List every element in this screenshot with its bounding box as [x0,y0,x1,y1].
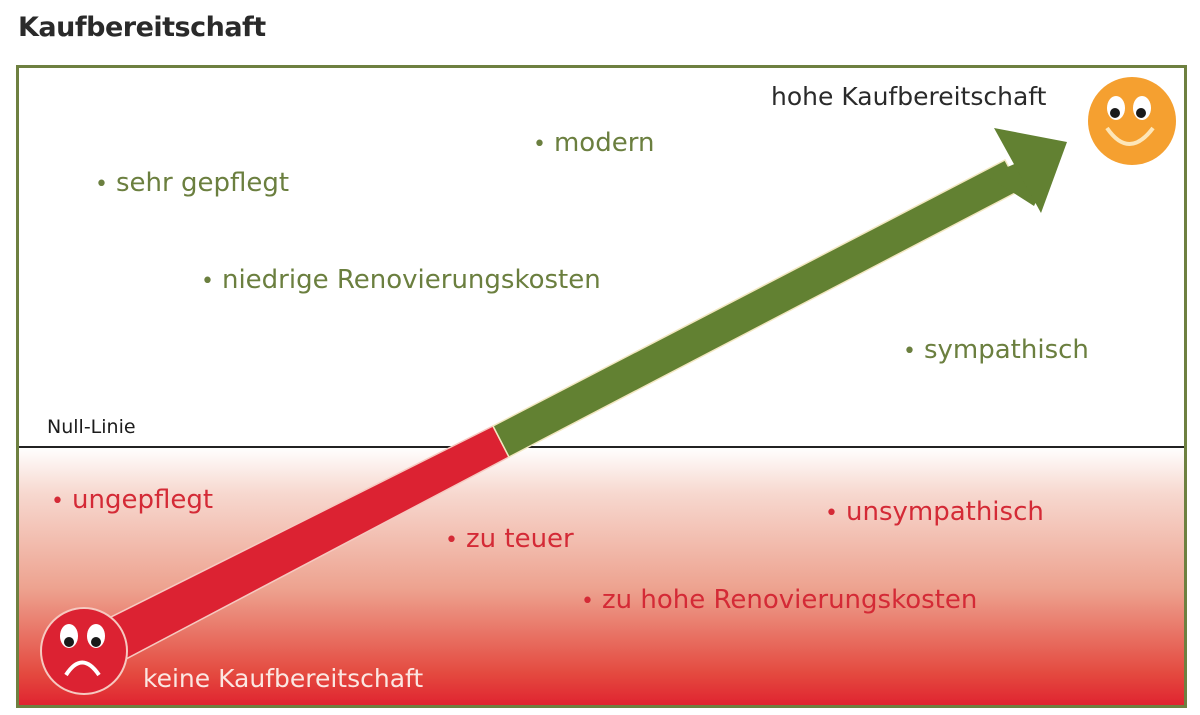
positive-factor: •niedrige Renovierungskosten [201,265,601,295]
trend-arrow [40,77,1176,695]
positive-factor: •modern [533,128,655,158]
diagram-frame: Null-Linie hohe Kaufbereitschaft keine [16,65,1187,708]
happy-smiley-icon [1088,77,1176,165]
arrow-positive-segment [491,158,1023,459]
no-willingness-label: keine Kaufbereitschaft [143,664,424,693]
null-line-label: Null-Linie [47,416,136,438]
high-willingness-label: hohe Kaufbereitschaft [771,82,1047,111]
page-title: Kaufbereitschaft [18,12,266,43]
negative-factor: •zu hohe Renovierungskosten [581,585,978,615]
null-line [19,446,1184,448]
positive-factor: •sehr gepflegt [95,168,290,198]
negative-factor: •unsympathisch [825,497,1044,527]
sad-smiley-icon [40,607,128,695]
positive-factor: •sympathisch [903,335,1089,365]
negative-factor: •ungepflegt [51,485,214,515]
negative-factor: •zu teuer [445,524,574,554]
